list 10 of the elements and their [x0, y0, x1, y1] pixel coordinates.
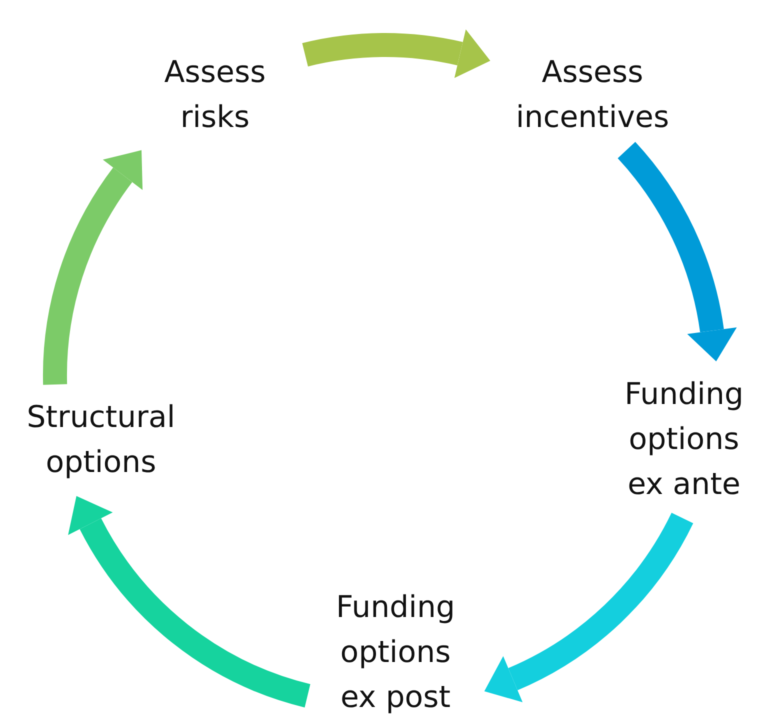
step-label: Structural options	[26, 399, 176, 482]
curved-arrow	[68, 496, 312, 708]
step-label: Assess incentives	[514, 54, 670, 137]
step-label: Assess risks	[163, 54, 267, 137]
curved-arrow	[43, 149, 144, 385]
step-label: Funding options ex ante	[623, 376, 745, 504]
step-label: Funding options ex post	[334, 589, 456, 717]
curved-arrow	[485, 512, 693, 702]
curved-arrow	[617, 142, 737, 362]
curved-arrow	[302, 29, 491, 78]
